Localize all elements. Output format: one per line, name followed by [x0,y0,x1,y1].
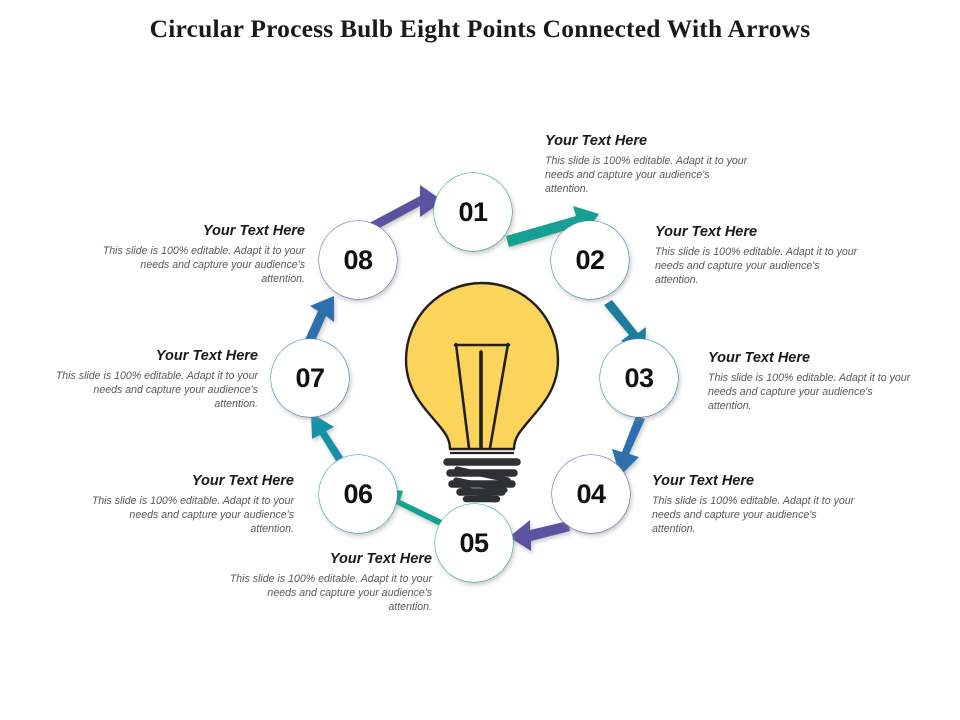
step-node-03[interactable]: 03 [600,339,678,417]
step-body-02: This slide is 100% editable. Adapt it to… [655,245,858,286]
arrow-04-to-05 [509,520,570,551]
step-body-07: This slide is 100% editable. Adapt it to… [55,369,258,410]
step-node-07[interactable]: 07 [271,339,349,417]
step-body-05: This slide is 100% editable. Adapt it to… [229,572,432,613]
step-number-05: 05 [459,527,489,558]
step-heading-08: Your Text Here [202,223,305,239]
step-heading-05: Your Text Here [329,551,432,567]
step-text-03: Your Text Here This slide is 100% editab… [708,350,918,414]
step-number-02: 02 [575,244,605,275]
step-body-08: This slide is 100% editable. Adapt it to… [102,244,305,285]
step-text-01: Your Text Here This slide is 100% editab… [545,133,755,197]
arrow-06-to-07 [311,413,343,461]
step-node-02[interactable]: 02 [551,221,629,299]
step-text-05: Your Text Here This slide is 100% editab… [222,551,432,615]
step-heading-04: Your Text Here [652,473,755,489]
step-number-08: 08 [343,244,373,275]
step-text-08: Your Text Here This slide is 100% editab… [95,223,305,287]
arrow-07-to-08 [303,296,334,348]
step-number-07: 07 [295,362,325,393]
page-title: Circular Process Bulb Eight Points Conne… [149,14,811,43]
step-number-04: 04 [576,478,606,509]
step-node-01[interactable]: 01 [434,173,512,251]
step-node-08[interactable]: 08 [319,221,397,299]
step-heading-03: Your Text Here [708,350,811,366]
step-heading-02: Your Text Here [655,224,758,240]
step-body-03: This slide is 100% editable. Adapt it to… [708,371,911,412]
step-node-04[interactable]: 04 [552,455,630,533]
step-text-02: Your Text Here This slide is 100% editab… [655,224,865,288]
step-number-01: 01 [458,196,488,227]
step-heading-06: Your Text Here [191,473,294,489]
step-body-01: This slide is 100% editable. Adapt it to… [545,154,748,195]
step-node-05[interactable]: 05 [435,504,513,582]
step-number-06: 06 [343,478,373,509]
step-heading-01: Your Text Here [545,133,648,149]
step-text-04: Your Text Here This slide is 100% editab… [652,473,862,537]
step-body-04: This slide is 100% editable. Adapt it to… [652,494,855,535]
light-bulb-icon [404,281,560,503]
step-text-06: Your Text Here This slide is 100% editab… [84,473,294,537]
step-text-07: Your Text Here This slide is 100% editab… [48,348,258,412]
step-number-03: 03 [624,362,654,393]
step-heading-07: Your Text Here [155,348,258,364]
step-body-06: This slide is 100% editable. Adapt it to… [91,494,294,535]
step-node-06[interactable]: 06 [319,455,397,533]
arrow-03-to-04 [612,416,645,476]
arrow-01-to-02 [506,206,599,247]
